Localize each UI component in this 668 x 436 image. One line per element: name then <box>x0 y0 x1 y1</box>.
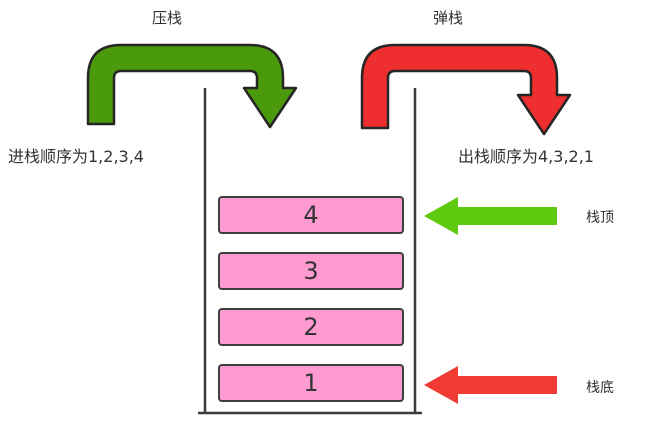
stack-item: 1 <box>218 364 404 402</box>
push-arrow-icon <box>86 43 298 129</box>
push-order-text: 进栈顺序为1,2,3,4 <box>8 147 144 166</box>
push-label: 压栈 <box>152 9 183 27</box>
stack-item: 3 <box>218 252 404 290</box>
stack-item: 4 <box>218 196 404 234</box>
stack-top-arrow-icon <box>424 197 557 235</box>
pop-arrow-icon <box>360 43 572 136</box>
stack-item: 2 <box>218 308 404 346</box>
stack-top-label: 栈顶 <box>586 210 614 226</box>
stack-bottom-label: 栈底 <box>586 380 614 396</box>
pop-label: 弹栈 <box>433 9 464 27</box>
pop-order-text: 出栈顺序为4,3,2,1 <box>458 147 594 166</box>
stack-bottom-arrow-icon <box>424 366 557 404</box>
